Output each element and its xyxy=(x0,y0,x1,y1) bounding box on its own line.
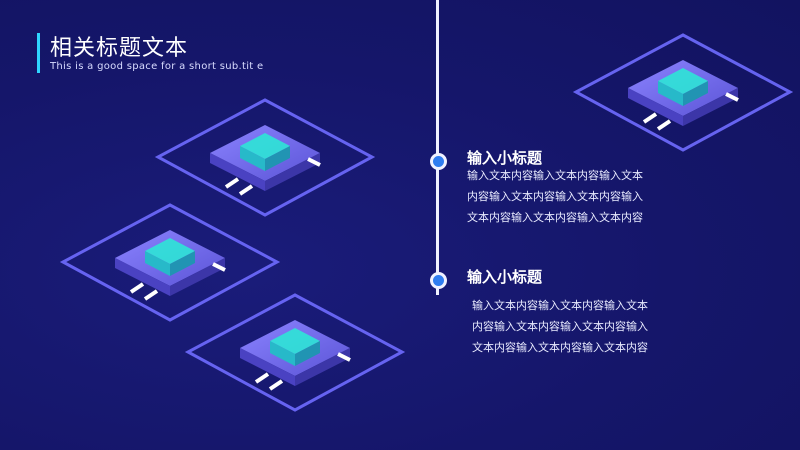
timeline-line xyxy=(436,0,439,295)
timeline-node xyxy=(430,272,447,289)
chip-icon xyxy=(154,98,376,217)
title-accent-bar xyxy=(37,33,40,73)
item-body: 输入文本内容输入文本内容输入文本内容输入文本内容输入文本内容输入文本内容输入文本… xyxy=(467,169,643,224)
slide-title: 相关标题文本 xyxy=(50,36,189,61)
chip-icon xyxy=(59,203,281,322)
item-heading: 输入小标题 xyxy=(467,149,543,167)
slide-subtitle: This is a good space for a short sub.tit… xyxy=(50,61,264,72)
item-heading: 输入小标题 xyxy=(467,268,543,286)
chip-icon xyxy=(572,33,794,152)
item-body: 输入文本内容输入文本内容输入文本内容输入文本内容输入文本内容输入文本内容输入文本… xyxy=(472,299,648,354)
timeline-node xyxy=(430,153,447,170)
chip-icon xyxy=(184,293,406,412)
